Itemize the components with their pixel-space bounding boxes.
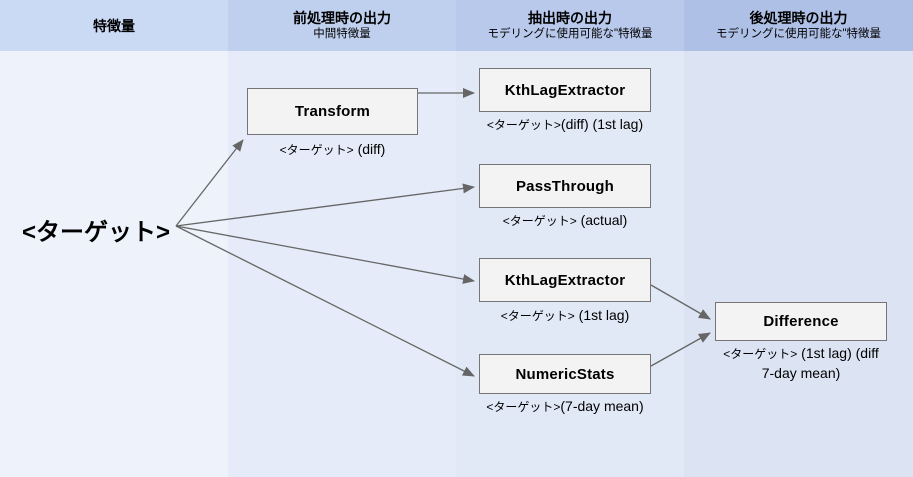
node-transform: Transform <box>247 88 418 135</box>
arrow-kthlagextractor2-to-difference <box>650 284 711 320</box>
caption-kthlagextractor-1: <ターゲット>(diff) (1st lag) <box>439 115 691 135</box>
column-body-features <box>0 51 228 477</box>
node-kthlagextractor-2: KthLagExtractor <box>479 258 651 302</box>
column-title: 前処理時の出力 <box>293 10 391 26</box>
caption-feature-name: <ターゲット> <box>279 143 354 157</box>
node-kthlagextractor-1: KthLagExtractor <box>479 68 651 112</box>
column-header-postprocess: 後処理時の出力 モデリングに使用可能な"特徴量 <box>684 0 913 51</box>
caption-suffix: (1st lag) (diff <box>797 345 879 361</box>
node-difference-title: Difference <box>763 313 839 330</box>
caption-kthlagextractor-2: <ターゲット> (1st lag) <box>439 306 691 326</box>
caption-feature-name: <ターゲット> <box>486 400 561 414</box>
node-difference: Difference <box>715 302 887 341</box>
caption-feature-name: <ターゲット> <box>502 214 577 228</box>
source-feature-label: <ターゲット> <box>22 219 171 246</box>
column-subtitle: 中間特徴量 <box>313 28 371 40</box>
arrow-source-to-kthlagextractor2 <box>175 225 475 284</box>
caption-suffix: (7-day mean) <box>560 398 644 414</box>
caption-suffix: (1st lag) <box>574 307 630 323</box>
column-title: 後処理時の出力 <box>749 10 848 26</box>
caption-passthrough: <ターゲット> (actual) <box>439 211 691 231</box>
arrow-source-to-transform <box>175 139 244 227</box>
caption-transform: <ターゲット> (diff) <box>207 140 458 160</box>
caption-numericstats: <ターゲット>(7-day mean) <box>439 397 691 417</box>
node-numericstats-title: NumericStats <box>515 365 615 383</box>
caption-suffix: (actual) <box>576 212 628 228</box>
caption-suffix: (diff) (1st lag) <box>560 116 644 132</box>
caption-suffix-line2: 7-day mean) <box>761 365 841 381</box>
column-title: 抽出時の出力 <box>528 10 612 26</box>
node-transform-title: Transform <box>294 103 371 120</box>
node-kthlagextractor-2-title: KthLagExtractor <box>504 271 626 289</box>
caption-feature-name: <ターゲット> <box>486 118 561 132</box>
node-passthrough: PassThrough <box>479 164 651 208</box>
node-kthlagextractor-1-title: KthLagExtractor <box>504 81 626 99</box>
caption-feature-name: <ターゲット> <box>500 309 575 323</box>
arrow-source-to-numericstats <box>175 225 475 377</box>
node-passthrough-title: PassThrough <box>515 177 615 195</box>
caption-difference: <ターゲット> (1st lag) (diff 7-day mean) <box>675 344 913 383</box>
arrow-source-to-passthrough <box>175 183 475 227</box>
column-header-preprocess: 前処理時の出力 中間特徴量 <box>228 0 456 51</box>
caption-feature-name: <ターゲット> <box>723 347 798 361</box>
column-subtitle: モデリングに使用可能な"特徴量 <box>487 28 653 40</box>
column-title: 特徴量 <box>93 17 135 34</box>
caption-suffix: (diff) <box>353 141 386 157</box>
column-header-extraction: 抽出時の出力 モデリングに使用可能な"特徴量 <box>456 0 684 51</box>
column-subtitle: モデリングに使用可能な"特徴量 <box>715 28 882 40</box>
arrow-numericstats-to-difference <box>650 332 711 367</box>
column-header-features: 特徴量 <box>0 0 228 51</box>
node-numericstats: NumericStats <box>479 354 651 394</box>
column-body-postprocess <box>684 51 913 477</box>
